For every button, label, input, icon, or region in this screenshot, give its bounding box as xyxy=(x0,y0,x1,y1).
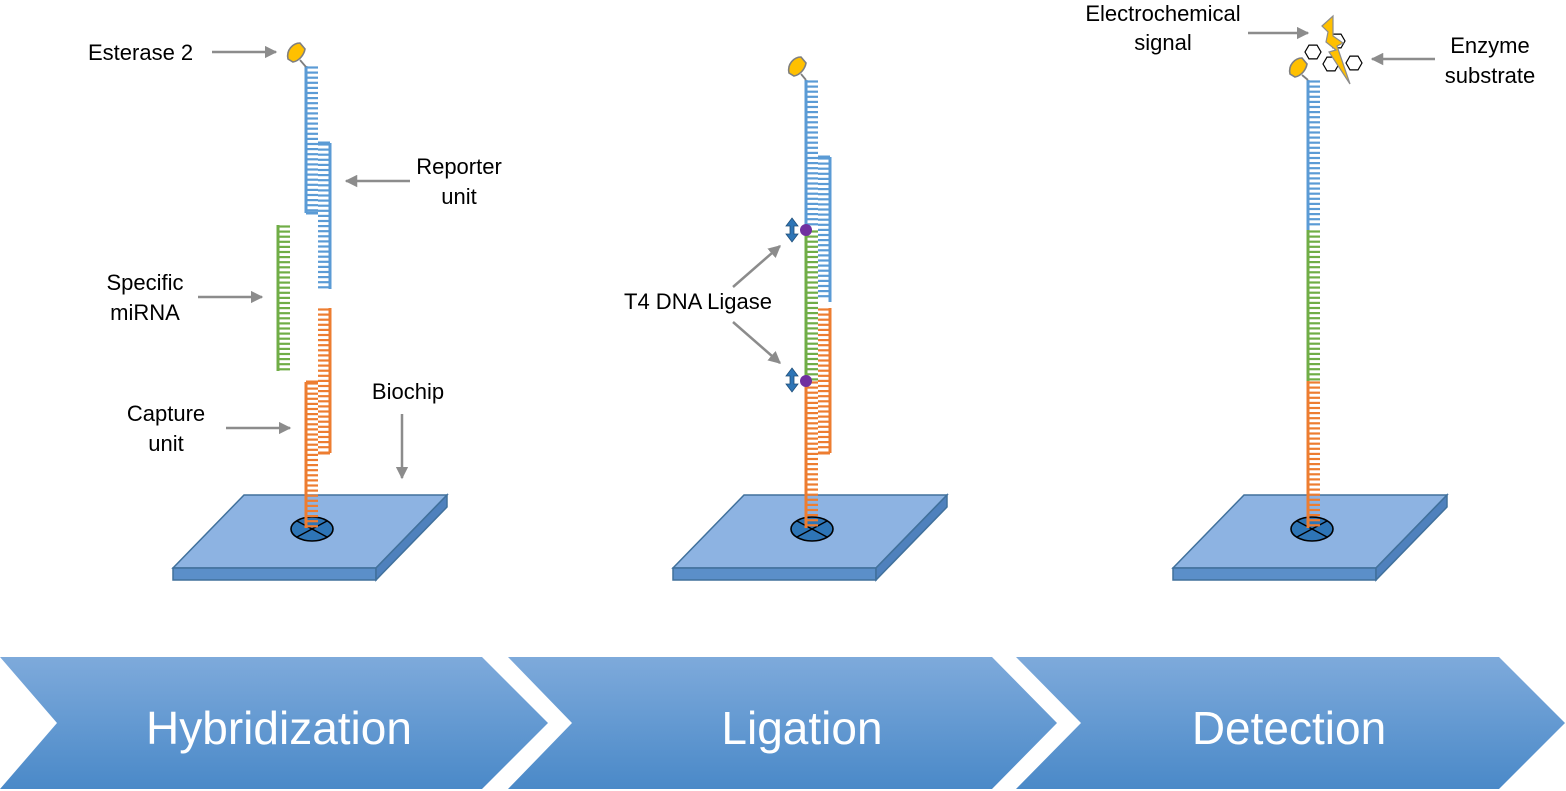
arrow-ligase-bottom xyxy=(732,321,781,364)
strand xyxy=(804,230,818,381)
panel-ligation: T4 DNA Ligase xyxy=(624,56,949,582)
reporter-unit xyxy=(304,66,332,289)
strand xyxy=(304,382,318,528)
step-label: Ligation xyxy=(721,702,882,754)
biochip xyxy=(671,493,949,582)
panel-detection: Electrochemical signal Enzyme substrate xyxy=(1085,1,1536,582)
lightning-bolt-icon xyxy=(1321,14,1351,85)
esterase-enzyme-icon xyxy=(286,42,307,68)
anchor-electrode-icon xyxy=(790,516,834,542)
strand xyxy=(1306,80,1320,230)
ligase-dot-icon xyxy=(800,375,812,387)
label-esterase: Esterase 2 xyxy=(88,40,193,65)
chip-front-face xyxy=(672,567,877,581)
double-arrow-shape xyxy=(785,217,799,243)
label-mirna-line1: Specific xyxy=(106,270,183,295)
ligase-dot-icon xyxy=(800,224,812,236)
esterase-enzyme-icon xyxy=(1288,57,1309,81)
double-arrow-icon xyxy=(785,367,799,393)
enzyme-body xyxy=(286,42,306,63)
label-mirna-line2: miRNA xyxy=(110,300,180,325)
strand xyxy=(318,308,332,453)
label-signal-line2: signal xyxy=(1134,30,1191,55)
strand xyxy=(1306,230,1320,381)
step-label: Hybridization xyxy=(146,702,412,754)
ligation-site-bottom xyxy=(785,367,812,393)
step-detection: Detection xyxy=(1016,657,1565,789)
substrate-hexagon-icon xyxy=(1304,44,1322,60)
label-reporter-line2: unit xyxy=(441,184,476,209)
step-label: Detection xyxy=(1192,702,1386,754)
arrow-ligase-top xyxy=(732,245,781,288)
specific-mirna xyxy=(276,225,290,371)
label-substrate-line2: substrate xyxy=(1445,63,1536,88)
chip-side-face xyxy=(875,493,948,582)
enzyme-linker xyxy=(299,59,307,68)
panel-hybridization: Esterase 2 Reporter unit Specific miRNA … xyxy=(88,40,502,582)
strand xyxy=(304,66,318,213)
chip-front-face xyxy=(1172,567,1377,581)
enzyme-body xyxy=(787,56,807,77)
step-chevron xyxy=(508,657,1057,789)
step-chevron xyxy=(1016,657,1565,789)
label-biochip: Biochip xyxy=(372,379,444,404)
enzyme-linker xyxy=(1301,74,1309,81)
process-steps: Hybridization Ligation Detection xyxy=(0,657,1565,789)
label-capture-line1: Capture xyxy=(127,401,205,426)
label-signal-line1: Electrochemical xyxy=(1085,1,1240,26)
double-arrow-shape xyxy=(785,367,799,393)
label-capture-line2: unit xyxy=(148,431,183,456)
strand xyxy=(276,225,290,371)
strand xyxy=(804,80,818,230)
substrate-hexagon-icon xyxy=(1345,55,1363,71)
anchor-cross xyxy=(796,520,828,538)
esterase-enzyme-icon xyxy=(787,56,807,81)
double-arrow-icon xyxy=(785,217,799,243)
anchor-cross xyxy=(296,520,328,538)
strand xyxy=(804,381,818,528)
chip-front-face xyxy=(172,567,377,581)
strand xyxy=(1306,381,1320,528)
ligation-site-top xyxy=(785,217,812,243)
biochip xyxy=(1171,493,1449,582)
single-strand-probe xyxy=(1306,80,1320,528)
capture-unit xyxy=(304,308,332,528)
enzyme-linker xyxy=(800,73,807,81)
step-chevron xyxy=(0,657,548,789)
biochip xyxy=(171,493,449,582)
label-reporter-line1: Reporter xyxy=(416,154,502,179)
strand xyxy=(818,308,832,453)
step-hybridization: Hybridization xyxy=(0,657,548,789)
anchor-cross xyxy=(1296,520,1328,538)
chip-side-face xyxy=(1375,493,1448,582)
label-t4-ligase: T4 DNA Ligase xyxy=(624,289,772,314)
strand xyxy=(318,143,332,289)
step-ligation: Ligation xyxy=(508,657,1057,789)
enzyme-body xyxy=(1288,57,1308,78)
chip-side-face xyxy=(375,493,448,582)
strand xyxy=(818,157,832,302)
anchor-electrode-icon xyxy=(1290,516,1334,542)
anchor-electrode-icon xyxy=(290,516,334,542)
label-substrate-line1: Enzyme xyxy=(1450,33,1529,58)
ligated-duplex xyxy=(804,80,832,528)
